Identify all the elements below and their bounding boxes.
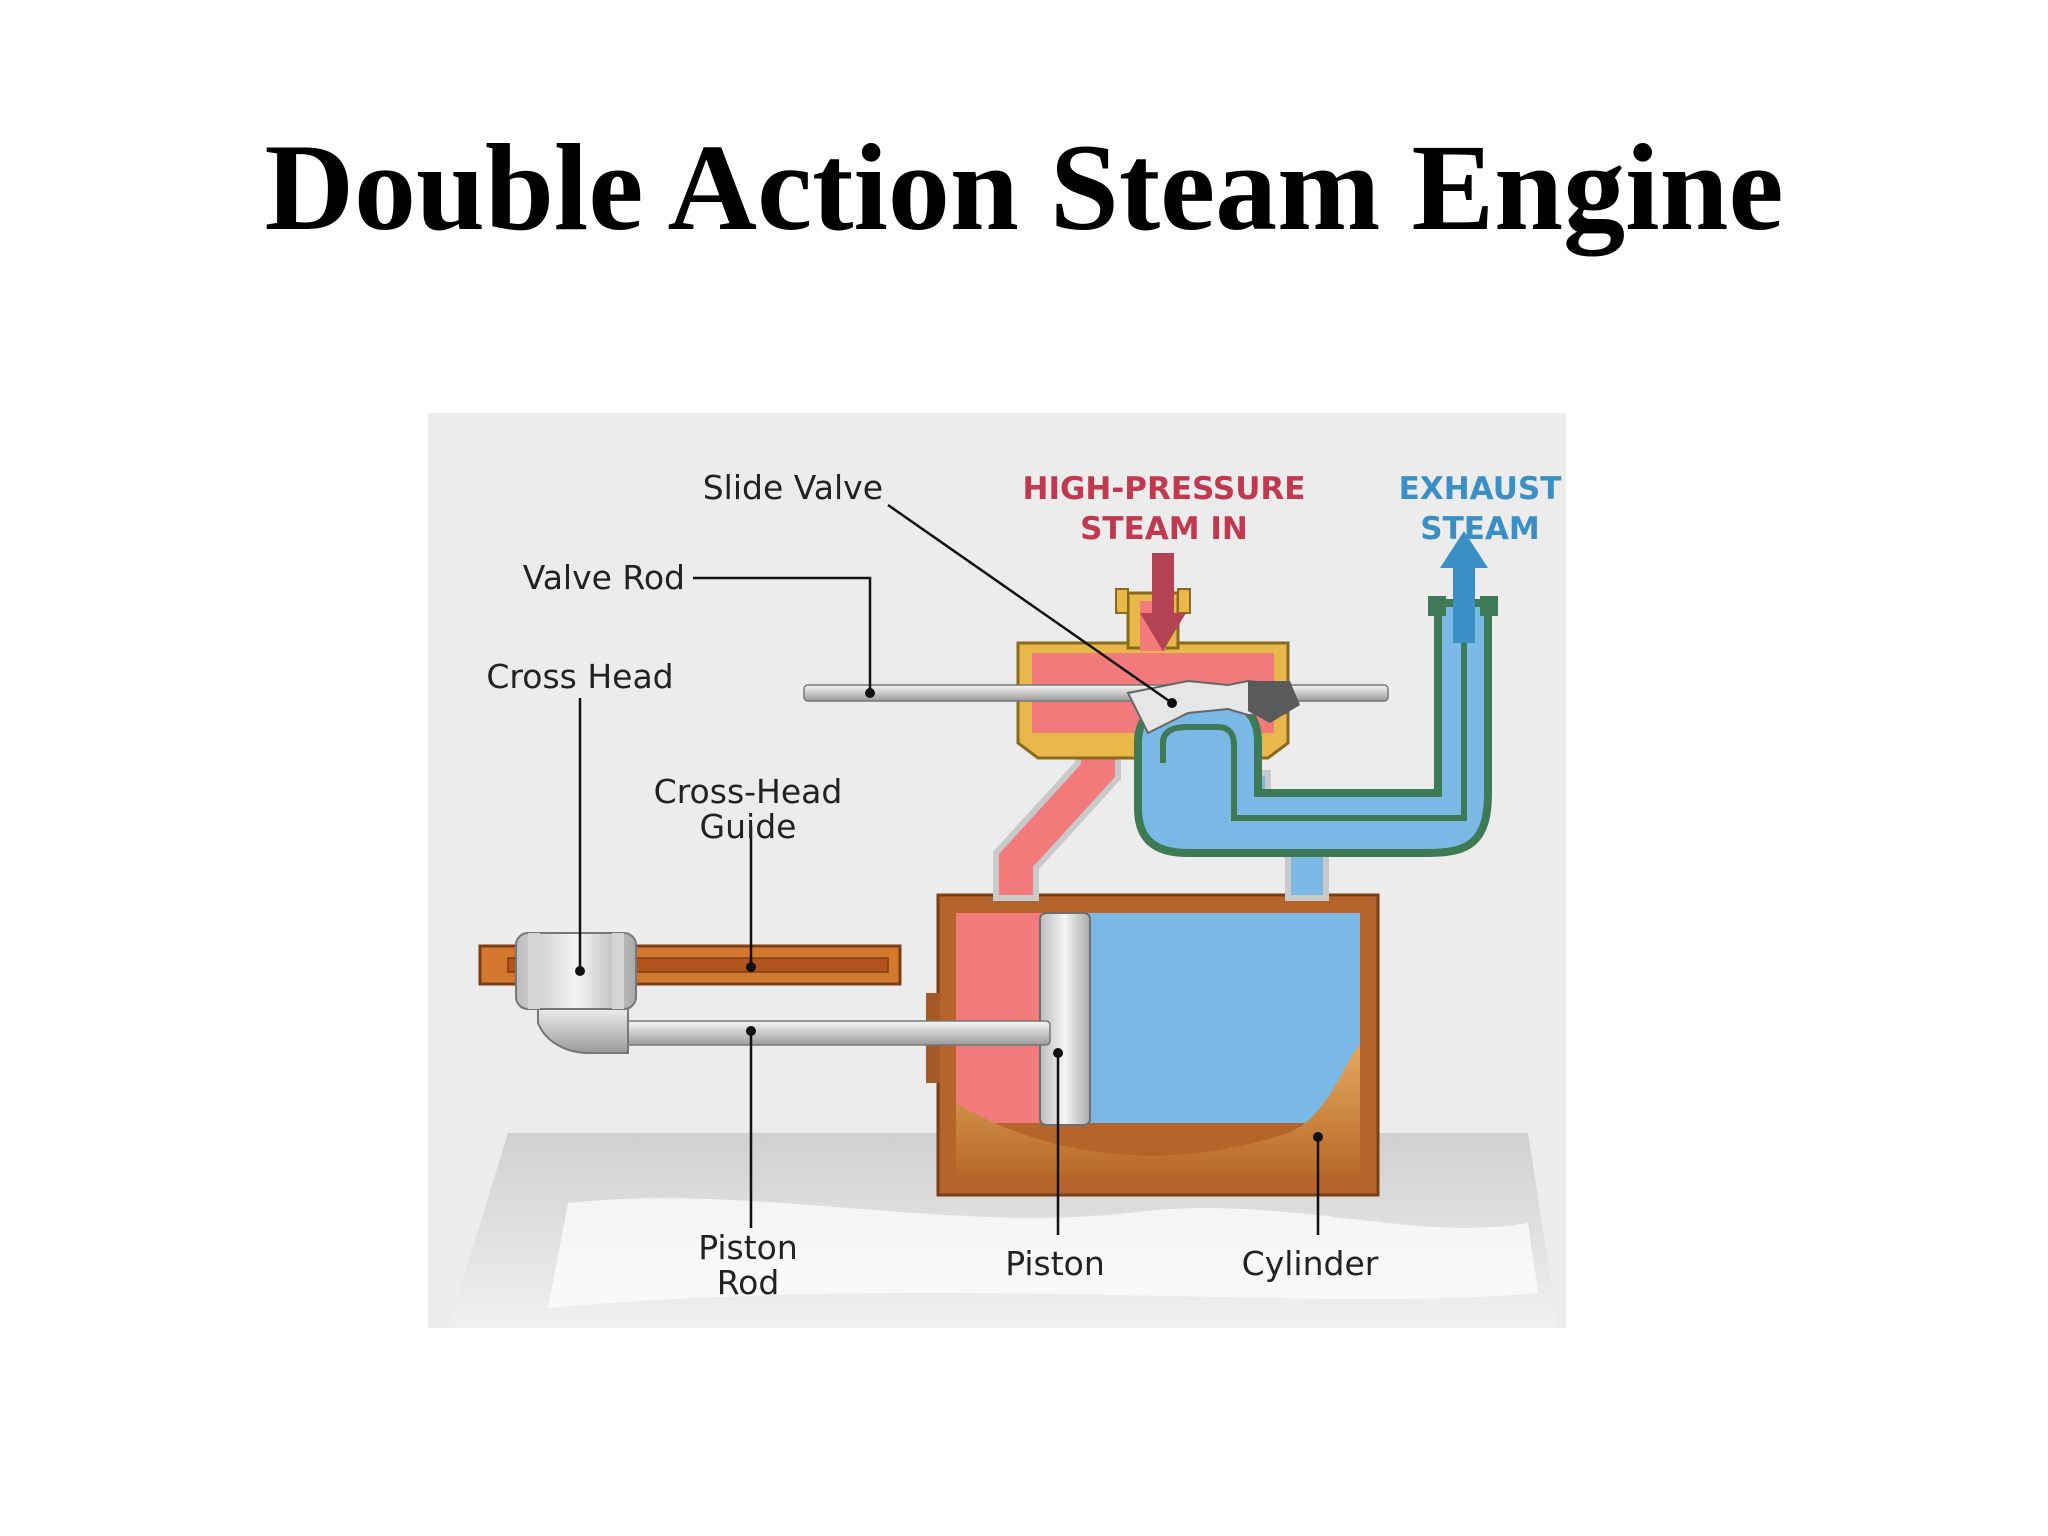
slide-valve-leader-dot (1167, 698, 1177, 708)
piston-rod (617, 1020, 1051, 1046)
cross-head-guide-leader-dot (746, 962, 756, 972)
cylinder-leader-dot (1313, 1132, 1323, 1142)
steam-in-label-line2: STEAM IN (1080, 511, 1248, 547)
steam-engine-diagram: Slide Valve Valve Rod Cross Head Cross-H… (428, 413, 1566, 1328)
cross-head-guide-label-line1: Cross-Head (654, 772, 843, 811)
slide-valve-label: Slide Valve (703, 468, 883, 507)
exhaust-arrow (1440, 531, 1488, 643)
cross-head-leader-dot (575, 966, 585, 976)
steam-in-label-line1: HIGH-PRESSURE (1023, 471, 1306, 507)
valve-rod-label: Valve Rod (523, 558, 685, 597)
valve-rod-leader (693, 576, 872, 693)
cylinder-body (926, 893, 1380, 1197)
piston-rod-label-line2: Rod (717, 1263, 780, 1302)
slide-valve-leader (887, 503, 1173, 705)
cross-head-guide-label-line2: Guide (700, 807, 797, 846)
page-title: Double Action Steam Engine (264, 119, 1784, 256)
valve-rod-leader-dot (865, 688, 875, 698)
piston-leader-dot (1053, 1048, 1063, 1058)
piston-rod-label-line1: Piston (698, 1228, 798, 1267)
floor-shadow (548, 1198, 1538, 1308)
cross-head-label: Cross Head (486, 657, 673, 696)
cylinder-label: Cylinder (1242, 1244, 1379, 1283)
exhaust-label-line1: EXHAUST (1399, 471, 1562, 507)
valve-rod (803, 684, 1389, 702)
exhaust-label-line2: STEAM (1420, 511, 1540, 547)
steam-in-arrow (1140, 553, 1186, 651)
piston-label: Piston (1005, 1244, 1105, 1283)
piston-rod-leader-dot (746, 1026, 756, 1036)
piston (1039, 912, 1091, 1126)
